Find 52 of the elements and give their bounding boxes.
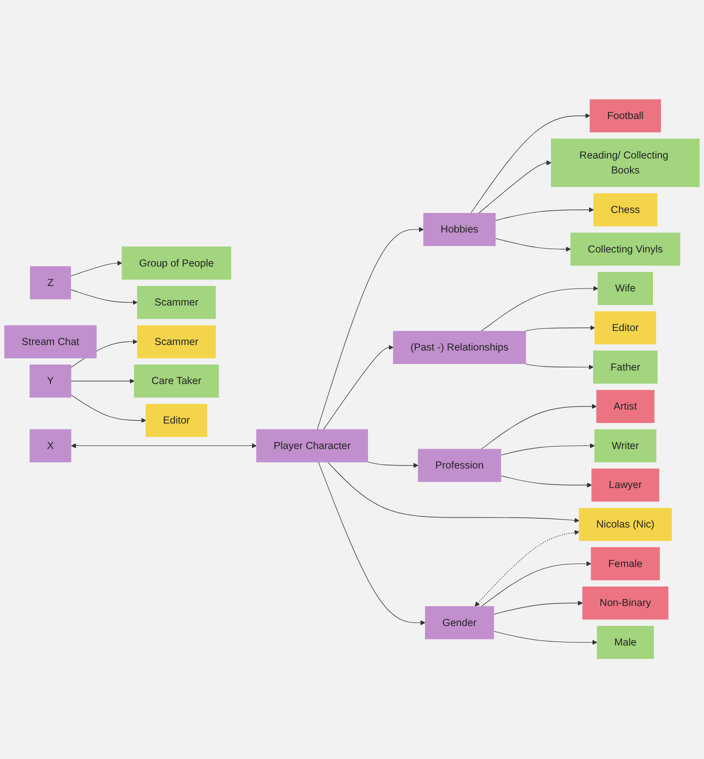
node-box: Artist [596, 390, 654, 424]
node-box: Care Taker [134, 364, 219, 398]
arrow [318, 462, 426, 626]
node-box: Female [590, 548, 660, 581]
arrow [70, 378, 135, 384]
node-box: Stream Chat [4, 326, 97, 359]
arrow [470, 114, 590, 214]
node-box: Father [593, 351, 658, 384]
node-box: Wife [598, 272, 653, 306]
arrow [367, 462, 418, 468]
node-box: Football [590, 100, 661, 133]
arrow [323, 345, 394, 430]
arrow [70, 290, 138, 306]
node-box: Chess [593, 194, 658, 227]
node-box: Y [30, 364, 72, 398]
arrow [478, 160, 552, 214]
arrow [524, 326, 596, 332]
node-box: Editor [146, 404, 208, 438]
arrow [474, 530, 580, 607]
node-box: Nicolas (Nic) [578, 508, 672, 542]
node-box: Non-Binary [582, 586, 668, 620]
node-box: Gender [424, 606, 494, 640]
node-box: Reading/ Collecting Books [550, 139, 700, 188]
arrow [480, 286, 598, 332]
arrow [500, 476, 592, 488]
arrow [500, 444, 595, 456]
arrow [493, 631, 598, 646]
arrow [70, 444, 257, 449]
node-box: Male [596, 626, 654, 660]
node-box: Profession [418, 449, 502, 482]
arrow [70, 394, 146, 424]
arrow [524, 364, 594, 370]
arrow [327, 462, 580, 524]
node-box: Scammer [137, 326, 216, 359]
arrow [70, 261, 122, 277]
arrow [480, 562, 592, 608]
node-box: Hobbies [423, 213, 496, 246]
node-box: Z [30, 266, 71, 300]
node-box: X [30, 430, 72, 463]
arrow [495, 238, 571, 252]
node-box: Collecting Vinyls [570, 233, 680, 266]
node-box: Lawyer [591, 468, 660, 502]
node-box: Editor [594, 312, 656, 345]
node-box: Group of People [122, 247, 232, 280]
node-box: Player Character [256, 430, 368, 463]
arrow [316, 227, 424, 430]
arrow [480, 404, 597, 450]
node-box: (Past -) Relationships [393, 331, 526, 364]
node-box: Scammer [137, 286, 216, 320]
arrow [493, 600, 583, 615]
arrow [495, 208, 594, 222]
node-box: Writer [594, 430, 656, 463]
